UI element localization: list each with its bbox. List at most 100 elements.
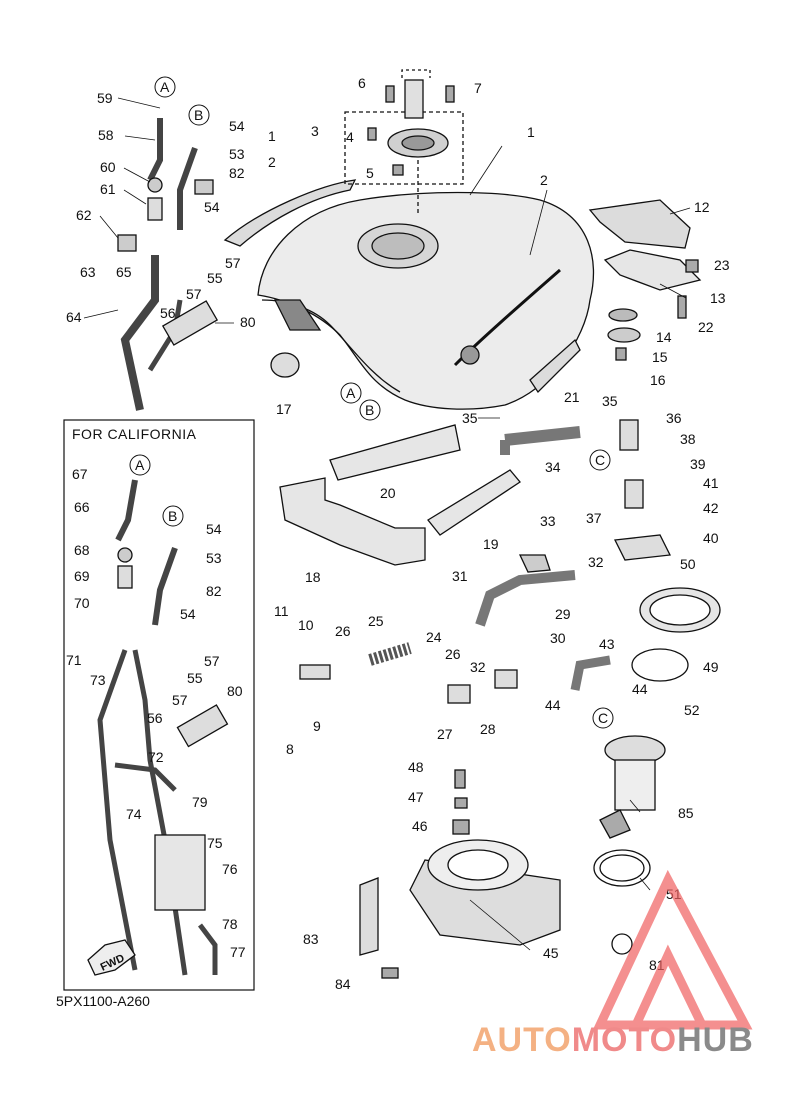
part-label: 30: [550, 630, 566, 646]
parts-drawing: [63, 69, 721, 991]
part-label: 85: [678, 805, 694, 821]
part-label: 44: [632, 681, 648, 697]
part-label: 41: [703, 475, 719, 491]
part-label: 71: [66, 652, 82, 668]
leader-lines: [83, 97, 691, 951]
part-label: 54: [180, 606, 196, 622]
part-label: 31: [452, 568, 468, 584]
callout-circle: [340, 382, 362, 404]
part-label: 4: [346, 129, 354, 145]
upper-hoses: [117, 118, 219, 411]
part-label: 17: [276, 401, 292, 417]
part-label: 28: [480, 721, 496, 737]
part-label: 59: [97, 90, 113, 106]
part-label: 27: [437, 726, 453, 742]
part-label: 70: [74, 595, 90, 611]
part-label: 44: [545, 697, 561, 713]
part-label: 61: [100, 181, 116, 197]
part-label: 34: [545, 459, 561, 475]
part-label: 63: [80, 264, 96, 280]
part-label: 43: [599, 636, 615, 652]
callout-letter: B: [365, 402, 374, 418]
part-label: 54: [204, 199, 220, 215]
part-label: 72: [148, 749, 164, 765]
pump-base: [359, 769, 633, 979]
part-label: 9: [313, 718, 321, 734]
part-label: 62: [76, 207, 92, 223]
part-label: 80: [240, 314, 256, 330]
part-label: 15: [652, 349, 668, 365]
part-label: 56: [147, 710, 163, 726]
part-label: 18: [305, 569, 321, 585]
part-label: 58: [98, 127, 114, 143]
diagram-code: 5PX1100-A260: [56, 993, 150, 1009]
fuel-hoses: [299, 419, 671, 704]
callout-circle: [188, 104, 210, 126]
part-label: 50: [680, 556, 696, 572]
part-label: 55: [187, 670, 203, 686]
part-label: 1: [268, 128, 276, 144]
part-label: 13: [710, 290, 726, 306]
part-label: 36: [666, 410, 682, 426]
watermark-logo: [592, 869, 753, 1030]
part-label: 66: [74, 499, 90, 515]
california-section-title: FOR CALIFORNIA: [72, 426, 197, 442]
part-label: 69: [74, 568, 90, 584]
brand-part-1: AUTO: [472, 1021, 572, 1059]
brand-part-2: MOTO: [571, 1021, 678, 1059]
part-label: 77: [230, 944, 246, 960]
callout-letter: B: [194, 107, 203, 123]
tank-pads: [270, 199, 702, 566]
brand-part-3: HUB: [677, 1021, 754, 1059]
part-label: 25: [368, 613, 384, 629]
part-label: 52: [684, 702, 700, 718]
part-label: 45: [543, 945, 559, 961]
part-label: 57: [225, 255, 241, 271]
part-label: 46: [412, 818, 428, 834]
callout-letter: C: [598, 710, 608, 726]
part-label: 32: [588, 554, 604, 570]
part-label: 40: [703, 530, 719, 546]
brand-watermark-text: AUTOMOTOHUB: [472, 1021, 754, 1060]
part-label: 80: [227, 683, 243, 699]
part-label: 2: [268, 154, 276, 170]
callout-circle: [592, 707, 614, 729]
part-label: 33: [540, 513, 556, 529]
part-label: 23: [714, 257, 730, 273]
part-label: 2: [540, 172, 548, 188]
part-label: 53: [206, 550, 222, 566]
filler-cap-assembly: [344, 69, 464, 215]
part-label: 32: [470, 659, 486, 675]
part-label: 1: [527, 124, 535, 140]
part-label: 11: [274, 603, 289, 619]
part-label: 39: [690, 456, 706, 472]
part-label: 21: [564, 389, 580, 405]
part-label: 82: [206, 583, 222, 599]
part-label: 57: [186, 286, 202, 302]
part-label: 54: [229, 118, 245, 134]
part-label: 48: [408, 759, 424, 775]
part-label: 19: [483, 536, 499, 552]
callout-circle: [129, 454, 151, 476]
callout-letter: A: [346, 385, 356, 401]
part-label: 84: [335, 976, 351, 992]
part-label: 16: [650, 372, 666, 388]
part-label: 20: [380, 485, 396, 501]
part-label: 35: [462, 410, 478, 426]
fuel-tank: [223, 179, 595, 410]
part-label: 37: [586, 510, 602, 526]
part-label: 82: [229, 165, 245, 181]
part-label: 29: [555, 606, 571, 622]
part-label: 26: [445, 646, 461, 662]
part-label: 26: [335, 623, 351, 639]
part-label: 10: [298, 617, 314, 633]
part-label: 83: [303, 931, 319, 947]
part-label: 64: [66, 309, 82, 325]
part-label: 74: [126, 806, 142, 822]
part-label: 49: [703, 659, 719, 675]
part-label: 7: [474, 80, 482, 96]
part-label: 22: [698, 319, 714, 335]
part-label: 76: [222, 861, 238, 877]
